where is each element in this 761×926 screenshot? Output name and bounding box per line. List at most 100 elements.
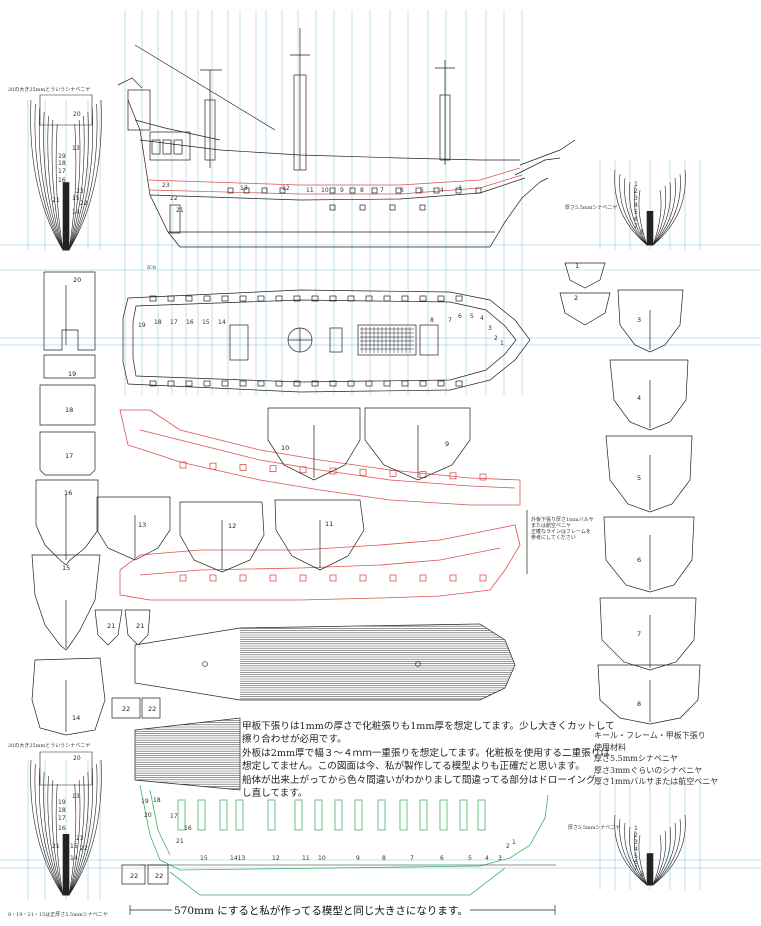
part-number: 1 xyxy=(500,340,504,347)
part-number: 23 xyxy=(76,835,84,842)
part-number: 12 xyxy=(272,855,280,862)
deck-fitting xyxy=(149,380,157,387)
bulwark-port xyxy=(179,574,187,582)
note-line: 外板は2mm厚で幅３～４ｍｍ一重張りを想定してます。化粧板を使用する二重張りは xyxy=(242,747,610,759)
part-number: 6 xyxy=(440,855,444,862)
part-number: 3 xyxy=(498,855,502,862)
part-number: 20 xyxy=(73,111,81,118)
small-parts xyxy=(94,609,169,885)
keel-slot xyxy=(354,799,363,831)
gunport xyxy=(455,187,462,194)
bulwark-port xyxy=(449,574,457,582)
deck-fitting xyxy=(203,380,211,387)
deck-fitting xyxy=(185,380,193,387)
materials-line: 厚さ3mmぐらいのシナベニヤ xyxy=(594,765,703,775)
part-number: 9 xyxy=(340,187,344,194)
part-number: 8 xyxy=(640,871,644,878)
part-number: 8 xyxy=(430,317,434,324)
part-number: 1 xyxy=(634,825,638,832)
gunport xyxy=(415,187,422,194)
deck-fitting xyxy=(221,380,229,387)
deck-fitting xyxy=(365,295,373,302)
part-number: 18 xyxy=(65,406,73,414)
materials-list: キール・フレーム・甲板下張り 使用材料 厚さ5.5mmシナベニヤ 厚さ3mmぐら… xyxy=(594,730,718,788)
label-right-bottom: 厚さ5.5mmシナベニヤ xyxy=(568,825,621,831)
part-number: 5 xyxy=(420,187,424,194)
deck-fitting xyxy=(311,380,319,387)
deck-fitting xyxy=(419,380,427,387)
part-number: 1 xyxy=(512,839,516,846)
part-number: 20 xyxy=(144,812,152,819)
part-number: 5 xyxy=(634,853,638,860)
gunport xyxy=(359,204,366,211)
part-number: 5 xyxy=(468,855,472,862)
bulwark-note: 外板下張り厚さ1mmバルサ または航空ベニヤ 正確なラインはフレームを 参考にし… xyxy=(531,517,594,541)
bulwark-port xyxy=(329,467,337,475)
part-number: 6 xyxy=(634,859,638,866)
deck-plan xyxy=(122,289,531,393)
bulwark-port xyxy=(269,574,277,582)
keel-slot xyxy=(419,799,428,831)
part-number: 19 xyxy=(141,798,149,805)
part-number: 22 xyxy=(155,872,163,880)
part-number: 11 xyxy=(306,187,314,194)
part-number: 14 xyxy=(72,209,80,216)
part-number: 16 xyxy=(64,489,72,497)
keel-slot xyxy=(334,799,343,831)
part-number: 14 xyxy=(70,855,78,862)
gunport xyxy=(419,204,426,211)
part-number: 21 xyxy=(52,197,60,204)
part-number: 3 xyxy=(458,185,462,192)
part-number: 19 xyxy=(138,322,146,329)
part-number: 17 xyxy=(58,815,66,822)
gunport xyxy=(227,187,234,194)
bulwark-port xyxy=(389,469,397,477)
part-number: 21 xyxy=(176,838,184,845)
deck-fitting xyxy=(401,380,409,387)
part-number: 13 xyxy=(72,793,80,800)
bulwark-port xyxy=(269,465,277,473)
deck-fitting xyxy=(239,380,247,387)
keel-slot xyxy=(399,799,408,831)
side-profile xyxy=(117,28,576,248)
keel-slot xyxy=(267,799,276,831)
materials-line: 使用材料 xyxy=(594,742,626,752)
part-number: 15 xyxy=(70,843,78,850)
part-number: 6 xyxy=(637,556,641,564)
keel-slot xyxy=(294,799,303,831)
part-number: 7 xyxy=(448,317,452,324)
note-line: 甲板下張りは1mmの厚さで化粧張りも1mm厚を想定してます。少し大きくカットして xyxy=(242,721,615,732)
part-number: 13 xyxy=(240,185,248,192)
keel-slot xyxy=(177,799,186,831)
part-number: 16 xyxy=(184,825,192,832)
part-number: 22 xyxy=(122,705,130,713)
part-number: 19 xyxy=(58,153,66,160)
part-number: 1413 xyxy=(230,855,245,862)
part-number: 4 xyxy=(634,202,638,209)
bulwark-port xyxy=(359,574,367,582)
part-number: 8 xyxy=(640,229,644,236)
gunport xyxy=(395,187,402,194)
deck-fitting xyxy=(311,295,319,302)
frames-left-column xyxy=(31,271,106,736)
part-number: 13 xyxy=(138,521,146,529)
materials-line: キール・フレーム・甲板下張り xyxy=(594,731,706,740)
part-number: 14 xyxy=(72,714,80,722)
part-number: 20 xyxy=(73,755,81,762)
deck-fitting xyxy=(383,380,391,387)
deck-fitting xyxy=(293,295,301,302)
main-deck-planking xyxy=(134,623,516,701)
part-number: 23 xyxy=(76,188,84,195)
part-number: 21 xyxy=(176,207,184,214)
deck-fitting xyxy=(383,295,391,302)
part-number: 7 xyxy=(410,855,414,862)
part-number: 4 xyxy=(634,846,638,853)
part-number: 6 xyxy=(634,216,638,223)
part-number: 7 xyxy=(634,223,638,230)
part-number: 13 xyxy=(72,145,80,152)
deck-fitting xyxy=(347,380,355,387)
construction-notes: 甲板下張りは1mmの厚さで化粧張りも1mm厚を想定してます。少し大きくカットして… xyxy=(242,720,615,800)
deck-fitting xyxy=(257,295,265,302)
